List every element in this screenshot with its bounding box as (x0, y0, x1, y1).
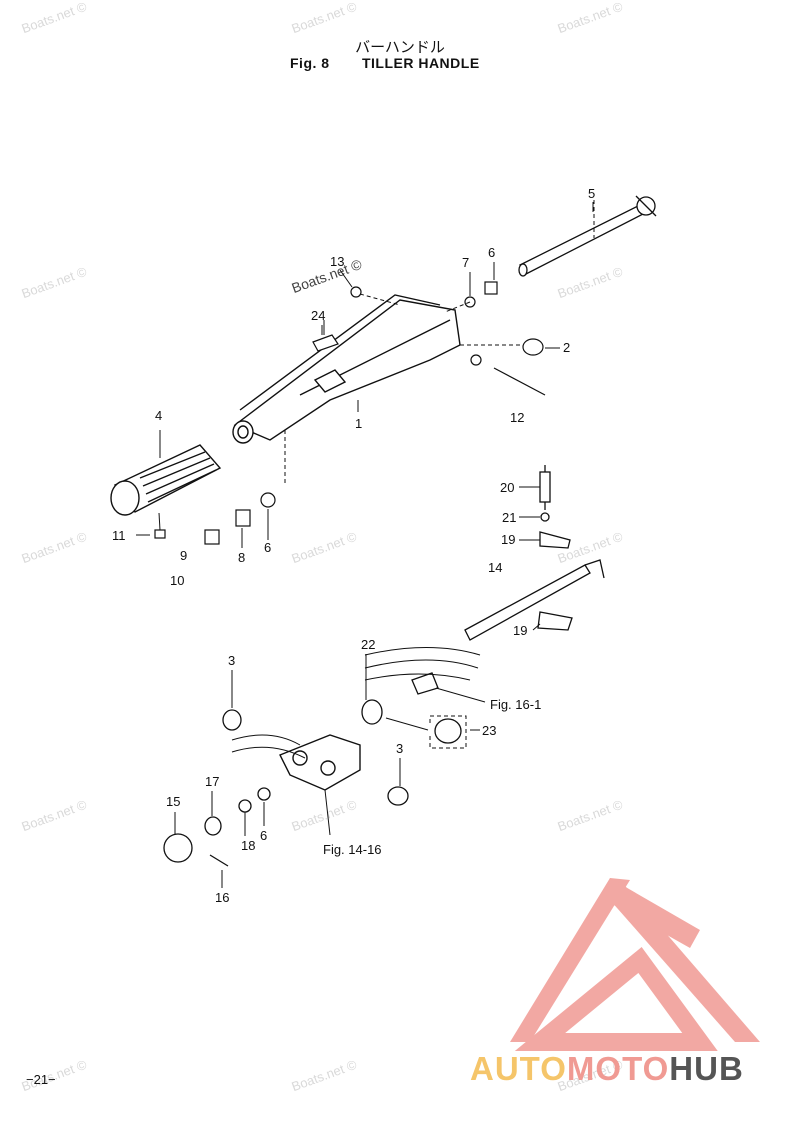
callout-11: 11 (112, 528, 126, 543)
callout-18: 18 (241, 838, 255, 853)
callout-19: 19 (501, 532, 515, 547)
brand-part-moto: MOTO (566, 1050, 670, 1087)
callout-17: 17 (205, 774, 219, 789)
callout-labels: 1 2 3 3 4 5 6 6 6 7 8 9 10 11 12 13 14 1… (112, 186, 595, 905)
part-bushing (434, 718, 462, 744)
part-bolt (522, 338, 544, 356)
callout-10: 10 (170, 573, 184, 588)
part-knob (163, 833, 193, 863)
part-collar (204, 816, 222, 836)
callout-6: 6 (488, 245, 495, 260)
figure-reference-16-1: Fig. 16-1 (490, 697, 541, 712)
part-grip (110, 444, 222, 516)
callout-9: 9 (180, 548, 187, 563)
part-pin (209, 854, 229, 867)
part-bushing (222, 709, 242, 731)
page-title: Fig. 8 TILLER HANDLE (290, 55, 480, 71)
callout-2: 2 (563, 340, 570, 355)
brand-part-hub: HUB (669, 1050, 744, 1087)
callout-3: 3 (396, 741, 403, 756)
callout-14: 14 (488, 560, 502, 575)
part-nut (350, 286, 362, 298)
part-plate (411, 672, 439, 695)
part-bushing (387, 786, 409, 806)
callout-7: 7 (462, 255, 469, 270)
part-bushing (235, 509, 251, 527)
callout-12: 12 (510, 410, 524, 425)
callout-13: 13 (330, 254, 344, 269)
page-number: −21− (26, 1072, 56, 1087)
callout-20: 20 (500, 480, 514, 495)
callout-15: 15 (166, 794, 180, 809)
part-lever (539, 531, 571, 549)
part-washer (238, 799, 252, 813)
part-washer (470, 354, 482, 366)
callout-5: 5 (588, 186, 595, 201)
figure-title: TILLER HANDLE (361, 55, 480, 71)
callout-6: 6 (260, 828, 267, 843)
figure-number: Fig. 8 (290, 55, 330, 71)
part-lever (537, 611, 573, 631)
part-bracket (204, 529, 220, 545)
callout-4: 4 (155, 408, 162, 423)
callout-16: 16 (215, 890, 229, 905)
figure-reference-14-16: Fig. 14-16 (323, 842, 382, 857)
brand-part-auto: AUTO (470, 1050, 567, 1087)
part-bushing (484, 281, 498, 295)
callout-6: 6 (264, 540, 271, 555)
part-screw (154, 529, 166, 539)
callout-21: 21 (502, 510, 516, 525)
part-bushing (361, 699, 383, 725)
callout-23: 23 (482, 723, 496, 738)
part-collar (260, 492, 276, 508)
part-collar (257, 787, 271, 801)
callout-24: 24 (311, 308, 325, 323)
part-link-rod (464, 465, 605, 641)
part-plate (312, 334, 339, 352)
page-title-japanese: バーハンドル (355, 38, 445, 56)
callout-19: 19 (513, 623, 527, 638)
automotohub-logo: AUTOMOTOHUB (470, 1050, 744, 1088)
part-tiller-body (232, 294, 461, 444)
callout-22: 22 (361, 637, 375, 652)
callout-3: 3 (228, 653, 235, 668)
callout-8: 8 (238, 550, 245, 565)
automotohub-logo-mark (510, 878, 760, 1051)
part-bolt (493, 367, 546, 396)
callout-1: 1 (355, 416, 362, 431)
part-bracket-assembly (279, 734, 361, 791)
part-shaft (518, 195, 657, 277)
